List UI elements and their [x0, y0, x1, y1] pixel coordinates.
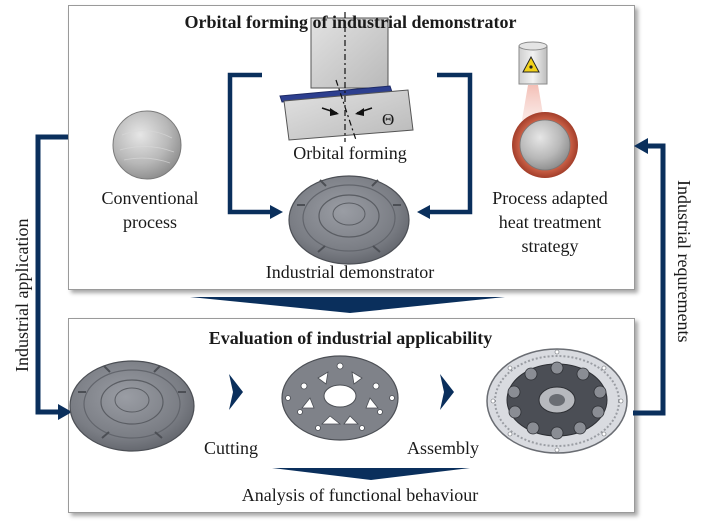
industrial-application-label: Industrial application — [12, 218, 32, 372]
right-bracket-arrow — [428, 72, 473, 215]
laser-beam — [522, 85, 544, 120]
chevron-right-icon — [440, 374, 454, 410]
flow-arrow-icon — [634, 138, 648, 154]
flow-arrow-icon — [270, 205, 283, 219]
assembly-label: Assembly — [407, 438, 479, 458]
laser-sensor-icon — [518, 41, 548, 85]
heat-treatment-label-line3: strategy — [521, 236, 579, 256]
industrial-demonstrator-label: Industrial demonstrator — [265, 262, 435, 282]
demonstrator-disc-bottom — [69, 360, 195, 452]
flow-arrow-icon — [58, 404, 72, 420]
orbital-forming-label: Orbital forming — [293, 143, 407, 163]
cutting-label: Cutting — [204, 438, 259, 458]
cut-disc — [281, 355, 399, 441]
demonstrator-disc-top — [288, 175, 410, 265]
conventional-label-line2: process — [123, 212, 177, 232]
orbital-forming-tool — [279, 12, 414, 142]
down-triangle-icon — [272, 468, 470, 480]
heat-treated-disc — [512, 112, 578, 178]
assembled-disc — [486, 348, 628, 454]
industrial-requirements-arrow — [633, 143, 666, 416]
down-triangle-icon — [190, 297, 505, 313]
industrial-application-arrow — [35, 134, 68, 415]
chevron-right-icon — [229, 374, 243, 410]
heat-treatment-label-line2: heat treatment — [498, 212, 602, 232]
top-panel-title: Orbital forming of industrial demonstrat… — [184, 12, 517, 32]
analysis-label: Analysis of functional behaviour — [241, 485, 479, 505]
industrial-requirements-label: Industrial requrements — [674, 180, 694, 343]
conventional-disc — [112, 110, 182, 180]
left-bracket-arrow — [227, 72, 272, 215]
conventional-label-line1: Conventional — [101, 188, 199, 208]
heat-treatment-label-line1: Process adapted — [492, 188, 608, 208]
flow-arrow-icon — [417, 205, 430, 219]
bottom-panel-title: Evaluation of industrial applicability — [208, 328, 493, 348]
theta-symbol: Θ — [382, 110, 395, 129]
